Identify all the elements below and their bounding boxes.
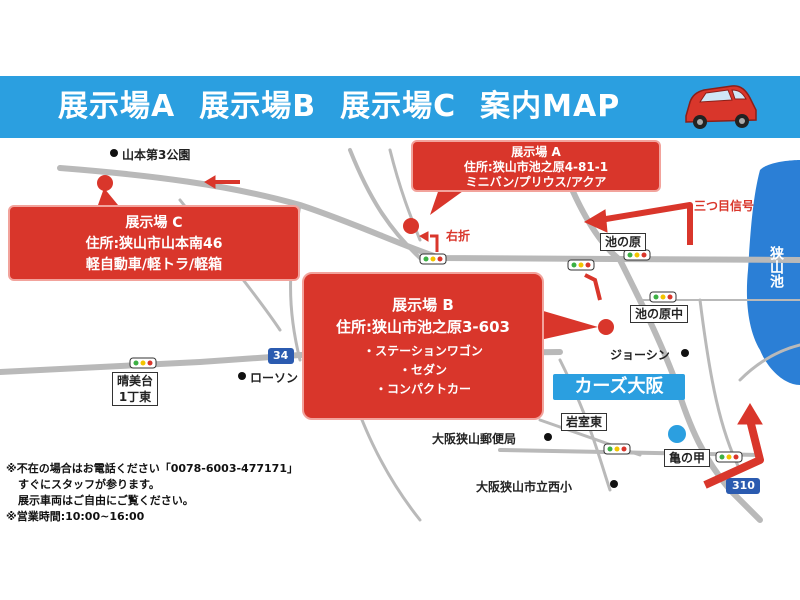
traffic-light-icon — [129, 249, 743, 463]
label-post-office: 大阪狭山郵便局 — [432, 432, 517, 446]
landmark-dots — [110, 149, 689, 488]
page-title: 展示場A 展示場B 展示場C 案内MAP — [58, 80, 698, 134]
title-part-c: 展示場C — [340, 89, 457, 124]
label-mitsume-signal: 三つ目信号 — [694, 199, 755, 213]
title-part-b: 展示場B — [199, 89, 317, 124]
title-part-a: 展示場A — [58, 89, 176, 124]
callout-pointers — [98, 186, 598, 340]
cars-osaka-dot — [668, 425, 686, 443]
label-park: 山本第3公園 — [122, 148, 191, 162]
location-dot-icon — [97, 175, 614, 335]
note-hours: ※営業時間:10:00~16:00 — [6, 510, 145, 523]
exhibit-b-item-1: ・ステーションワゴン — [363, 344, 483, 358]
exhibit-a-address: 住所:狭山市池之原4-81-1 — [463, 160, 609, 174]
label-school: 大阪狭山市立西小 — [476, 480, 573, 494]
route-34-label: 34 — [273, 349, 289, 362]
intersection-ikenohara-naka: 池の原中 — [630, 305, 689, 323]
label-jyoshin: ジョーシン — [610, 348, 670, 362]
intersection-seibidai: 晴美台 1丁東 — [112, 372, 159, 406]
note-free-view: 展示車両はご自由にご覧ください。 — [18, 494, 194, 507]
title-part-map: 案内MAP — [480, 89, 621, 124]
note-staff: すぐにスタッフが参ります。 — [18, 478, 160, 491]
intersection-iwamuro-higashi: 岩室東 — [561, 413, 608, 431]
label-sayama-pond: 狭山池 — [768, 246, 784, 288]
callout-exhibit-a: 展示場 A 住所:狭山市池之原4-81-1 ミニバン/プリウス/アクア — [411, 140, 661, 192]
exhibit-c-address: 住所:狭山市山本南46 — [85, 236, 223, 252]
exhibit-c-name: 展示場 C — [125, 215, 183, 231]
exhibit-a-name: 展示場 A — [511, 145, 561, 159]
intersection-seibidai-line1: 晴美台 — [117, 374, 154, 388]
route-34-shield — [268, 348, 294, 364]
exhibit-c-types: 軽自動車/軽トラ/軽箱 — [85, 257, 223, 273]
exhibit-a-types: ミニバン/プリウス/アクア — [465, 175, 607, 189]
title-banner — [0, 76, 800, 138]
exhibit-b-item-3: ・コンパクトカー — [374, 382, 471, 396]
callout-exhibit-b: 展示場 B 住所:狭山市池之原3-603 ・ステーションワゴン ・セダン ・コン… — [302, 272, 544, 420]
car-icon — [685, 85, 757, 129]
intersection-kamenokou: 亀の甲 — [664, 449, 711, 467]
callout-exhibit-c: 展示場 C 住所:狭山市山本南46 軽自動車/軽トラ/軽箱 — [8, 205, 300, 281]
intersection-ikenohara: 池の原 — [600, 233, 647, 251]
route-310-label: 310 — [732, 479, 755, 492]
route-310-shield — [726, 478, 760, 494]
intersection-seibidai-line2: 1丁東 — [118, 390, 152, 404]
label-lawson: ローソン — [250, 371, 299, 385]
exhibit-b-name: 展示場 B — [392, 296, 454, 314]
arrow-icon — [204, 175, 764, 489]
exhibit-b-address: 住所:狭山市池之原3-603 — [336, 318, 510, 336]
label-right-turn: 右折 — [446, 229, 471, 243]
note-phone: ※不在の場合はお電話ください「0078-6003-477171」 — [6, 462, 298, 475]
cars-osaka-label: カーズ大阪 — [553, 374, 685, 400]
sayama-pond — [746, 160, 800, 385]
exhibit-b-item-2: ・セダン — [398, 363, 447, 377]
